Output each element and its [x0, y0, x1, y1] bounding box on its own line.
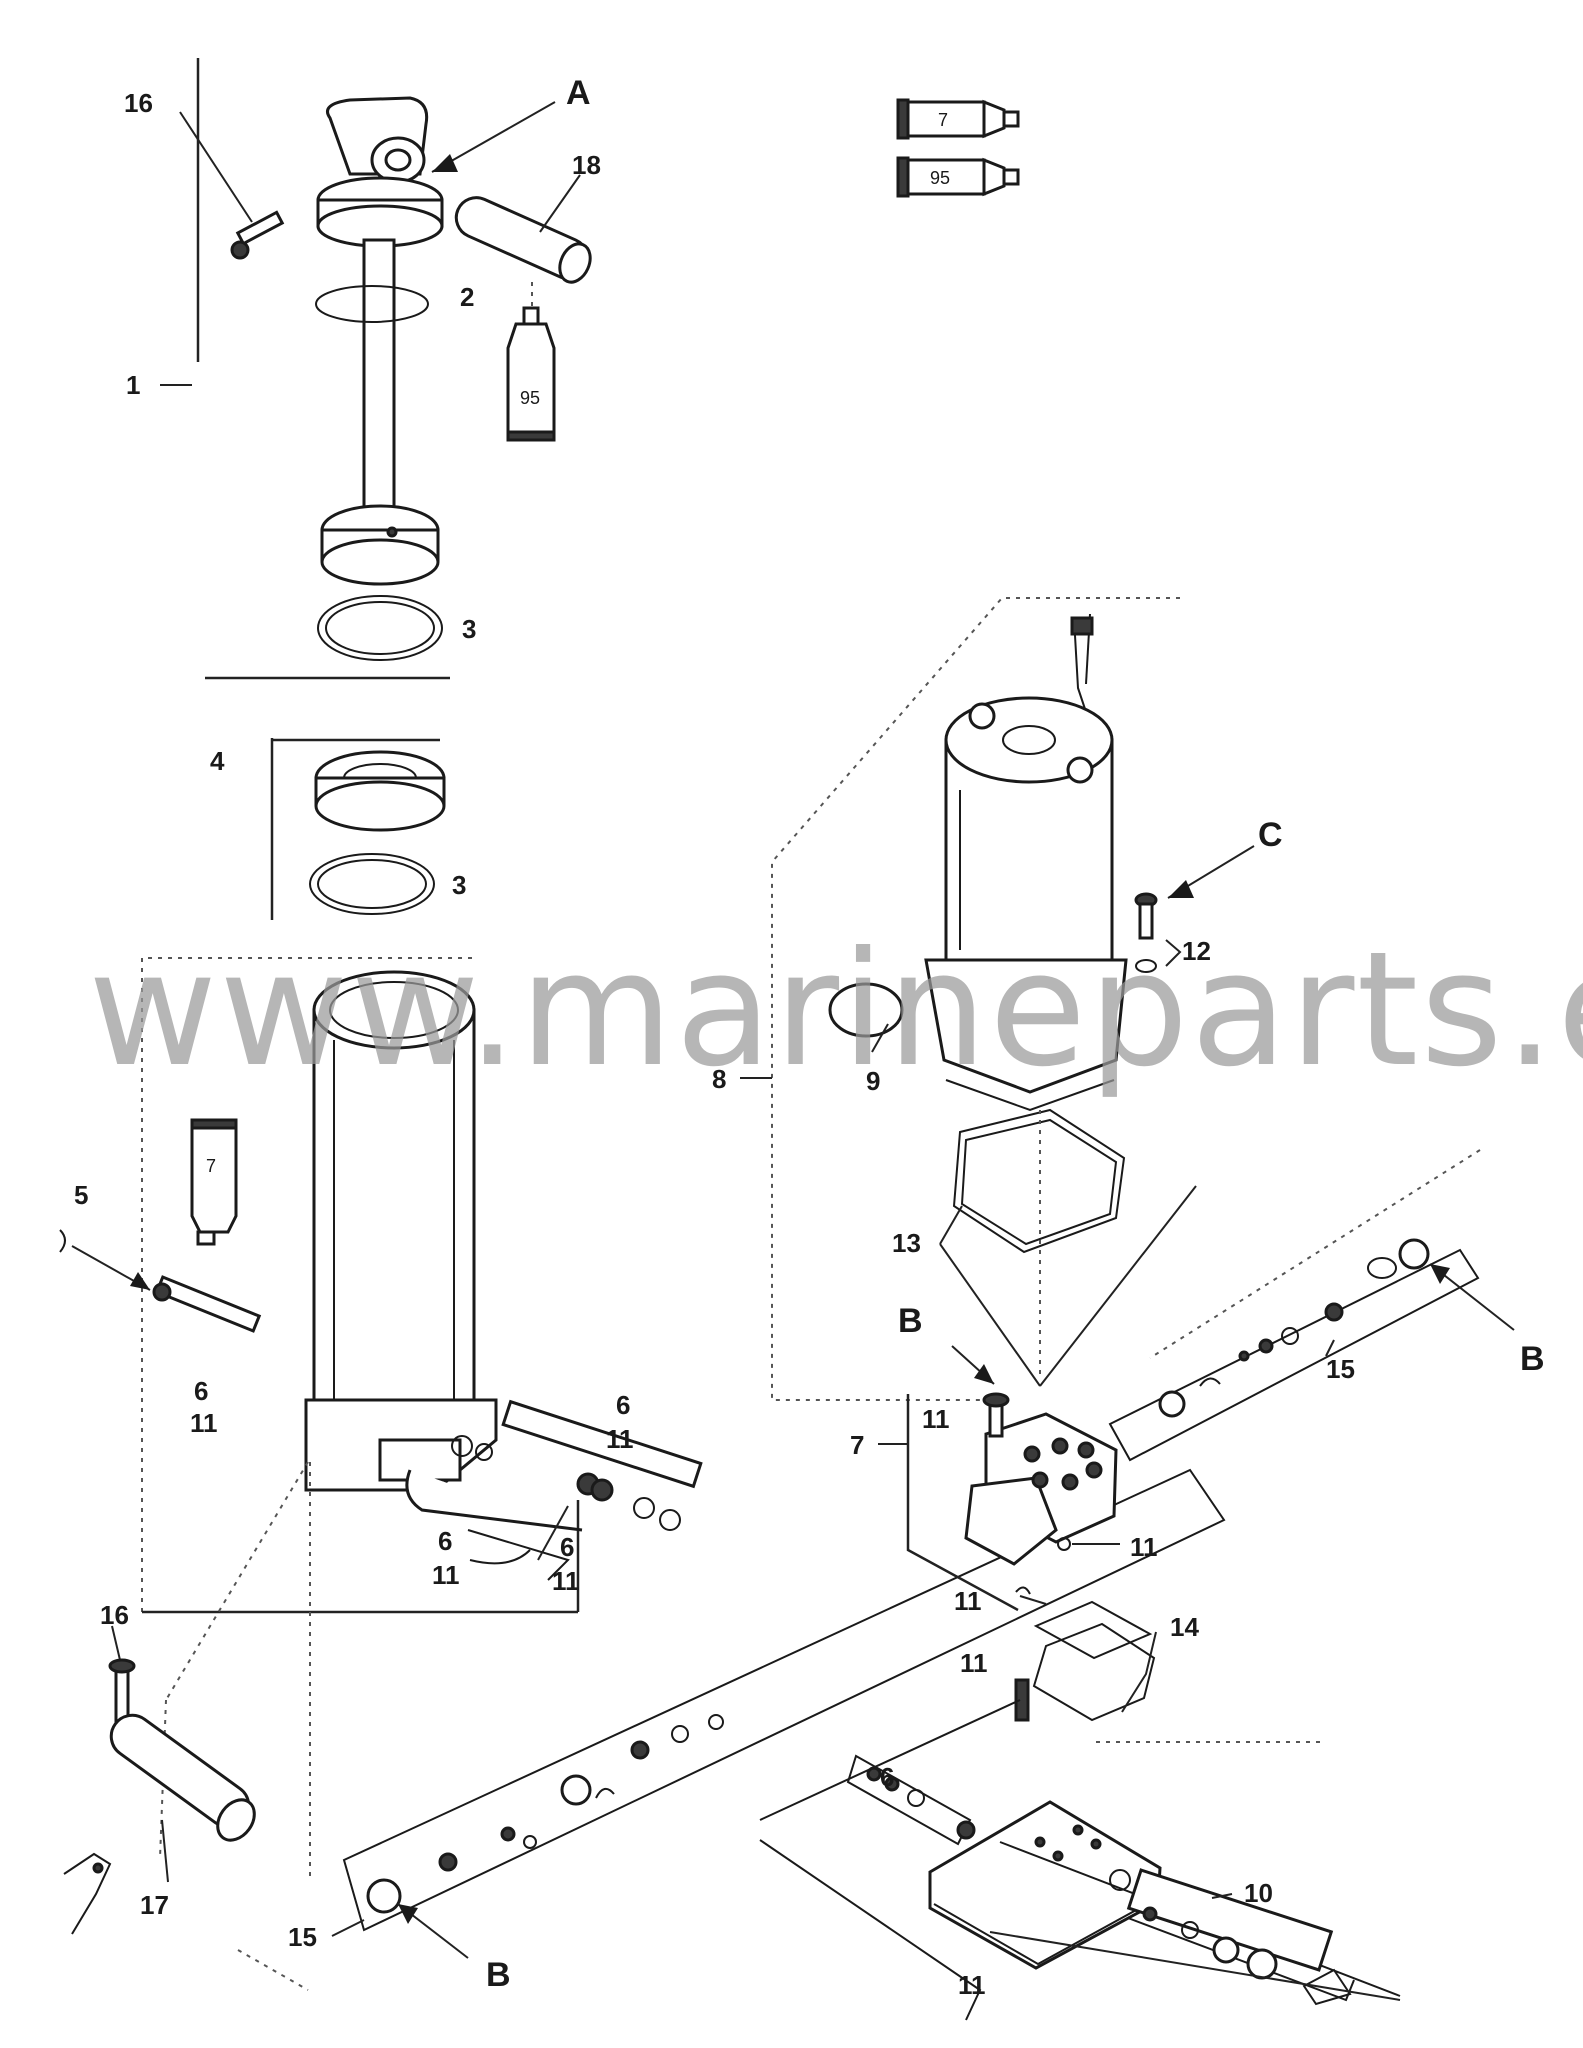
screw-icon: [179, 111, 285, 260]
part-number: 11: [960, 1648, 988, 1678]
part-number: 15: [1326, 1354, 1355, 1384]
pump-motor-icon: [740, 597, 1255, 1401]
part-number: 8: [712, 1064, 726, 1094]
part-number: 7: [850, 1430, 864, 1460]
part-number: 13: [892, 1228, 921, 1258]
part-number: 16: [124, 88, 153, 118]
part-number: 1: [126, 370, 140, 400]
part-number: 11: [954, 1586, 982, 1616]
part-number: 3: [462, 614, 476, 644]
tube-label: 7: [206, 1156, 216, 1176]
watermark-text: www.marineparts.eu: [88, 918, 1583, 1102]
part-number: 11: [190, 1408, 218, 1438]
check-valve-icon: [467, 1399, 703, 1581]
part-number: 6: [194, 1376, 208, 1406]
valve-icon: [59, 1229, 262, 1333]
pivot-pin-icon: [454, 174, 592, 308]
lubricant-tube-icon: 95: [896, 156, 1020, 198]
lubricant-tube-icon: 7: [190, 1118, 238, 1246]
part-number: 15: [288, 1922, 317, 1952]
gasket-icon: [939, 1108, 1197, 1387]
part-number: 17: [140, 1890, 169, 1920]
callout-letter: C: [1258, 816, 1283, 854]
part-number: 14: [1170, 1612, 1199, 1642]
part-number: 6: [560, 1532, 574, 1562]
part-number: 5: [74, 1180, 88, 1210]
trim-ram-icon: [160, 58, 450, 680]
part-number: 18: [572, 150, 601, 180]
part-number: 11: [606, 1424, 634, 1454]
lubricant-tube-icon: 95: [506, 306, 556, 442]
part-number: 9: [866, 1066, 880, 1096]
part-number: 12: [1182, 936, 1211, 966]
seal-kit-icon: [1108, 1238, 1480, 1462]
screw-icon: [108, 1625, 136, 1724]
part-number: 16: [100, 1600, 129, 1630]
part-number: 3: [452, 870, 466, 900]
seal-kit-icon: [331, 1468, 1226, 1937]
callout-letter: B: [1520, 1340, 1545, 1378]
part-number: 2: [460, 282, 474, 312]
callout-letter: B: [486, 1956, 511, 1994]
part-number: 6: [438, 1526, 452, 1556]
part-number: 11: [1130, 1532, 1158, 1562]
part-number: 6: [616, 1390, 630, 1420]
valve-body-icon: [878, 1392, 1120, 1612]
part-number: 11: [552, 1566, 580, 1596]
gasket-icon: [1014, 1586, 1320, 1743]
part-number: 11: [922, 1404, 950, 1434]
lubricant-tube-icon: 7: [896, 98, 1020, 140]
part-number: 11: [958, 1970, 986, 2000]
pivot-pin-icon: [63, 1713, 256, 1935]
part-number: 10: [1244, 1878, 1273, 1908]
tube-label: 7: [938, 110, 948, 130]
tube-label: 95: [520, 388, 540, 408]
callout-letter: B: [898, 1302, 923, 1340]
callout-letter: A: [566, 74, 591, 112]
part-number: 6: [880, 1762, 894, 1792]
pump-base-icon: [759, 1699, 1162, 2021]
seal-kit-icon: [846, 1754, 976, 1846]
tube-label: 95: [930, 168, 950, 188]
reservoir-icon: [141, 957, 583, 1614]
valve-icon: [989, 1841, 1401, 2006]
piston-icon: [270, 738, 446, 920]
part-number: 11: [432, 1560, 460, 1590]
part-number: 4: [210, 746, 225, 776]
